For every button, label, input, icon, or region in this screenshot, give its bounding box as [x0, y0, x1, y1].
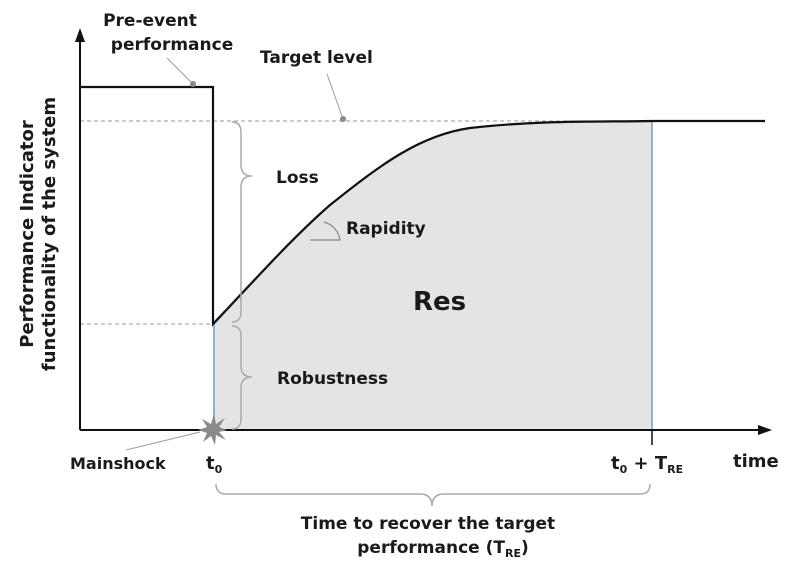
target-level-dot — [340, 116, 346, 122]
time-axis-label: time — [733, 451, 779, 472]
y-axis-arrow — [75, 28, 85, 42]
res-label: Res — [413, 287, 466, 317]
robustness-label: Robustness — [277, 369, 388, 389]
pre-event-label-line2: performance — [111, 35, 233, 55]
target-level-leader — [326, 73, 344, 120]
mainshock-leader — [125, 431, 201, 451]
t0-label: t0 — [206, 453, 223, 476]
target-level-label: Target level — [260, 48, 373, 68]
mainshock-label: Mainshock — [70, 454, 166, 473]
y-axis-label-line1: Performance Indicator — [17, 120, 38, 348]
pre-event-label-line1: Pre-event — [103, 11, 197, 31]
x-axis-arrow — [758, 425, 772, 435]
y-axis-label-line2: functionality of the system — [39, 97, 60, 371]
loss-brace — [231, 121, 253, 323]
recovery-time-brace — [215, 483, 651, 507]
recovery-time-label-line2: performance (TRE) — [357, 538, 529, 560]
rapidity-angle — [310, 221, 341, 241]
pre-event-dot — [190, 81, 196, 87]
recovery-time-label-line1: Time to recover the target — [301, 514, 555, 534]
t0-plus-tre-label: t0 + TRE — [611, 453, 683, 476]
performance-curve — [80, 85, 765, 327]
robustness-brace — [231, 325, 253, 430]
rapidity-label: Rapidity — [346, 219, 426, 239]
pre-event-leader — [166, 57, 194, 85]
loss-label: Loss — [276, 168, 319, 188]
mainshock-burst-icon — [198, 414, 227, 445]
